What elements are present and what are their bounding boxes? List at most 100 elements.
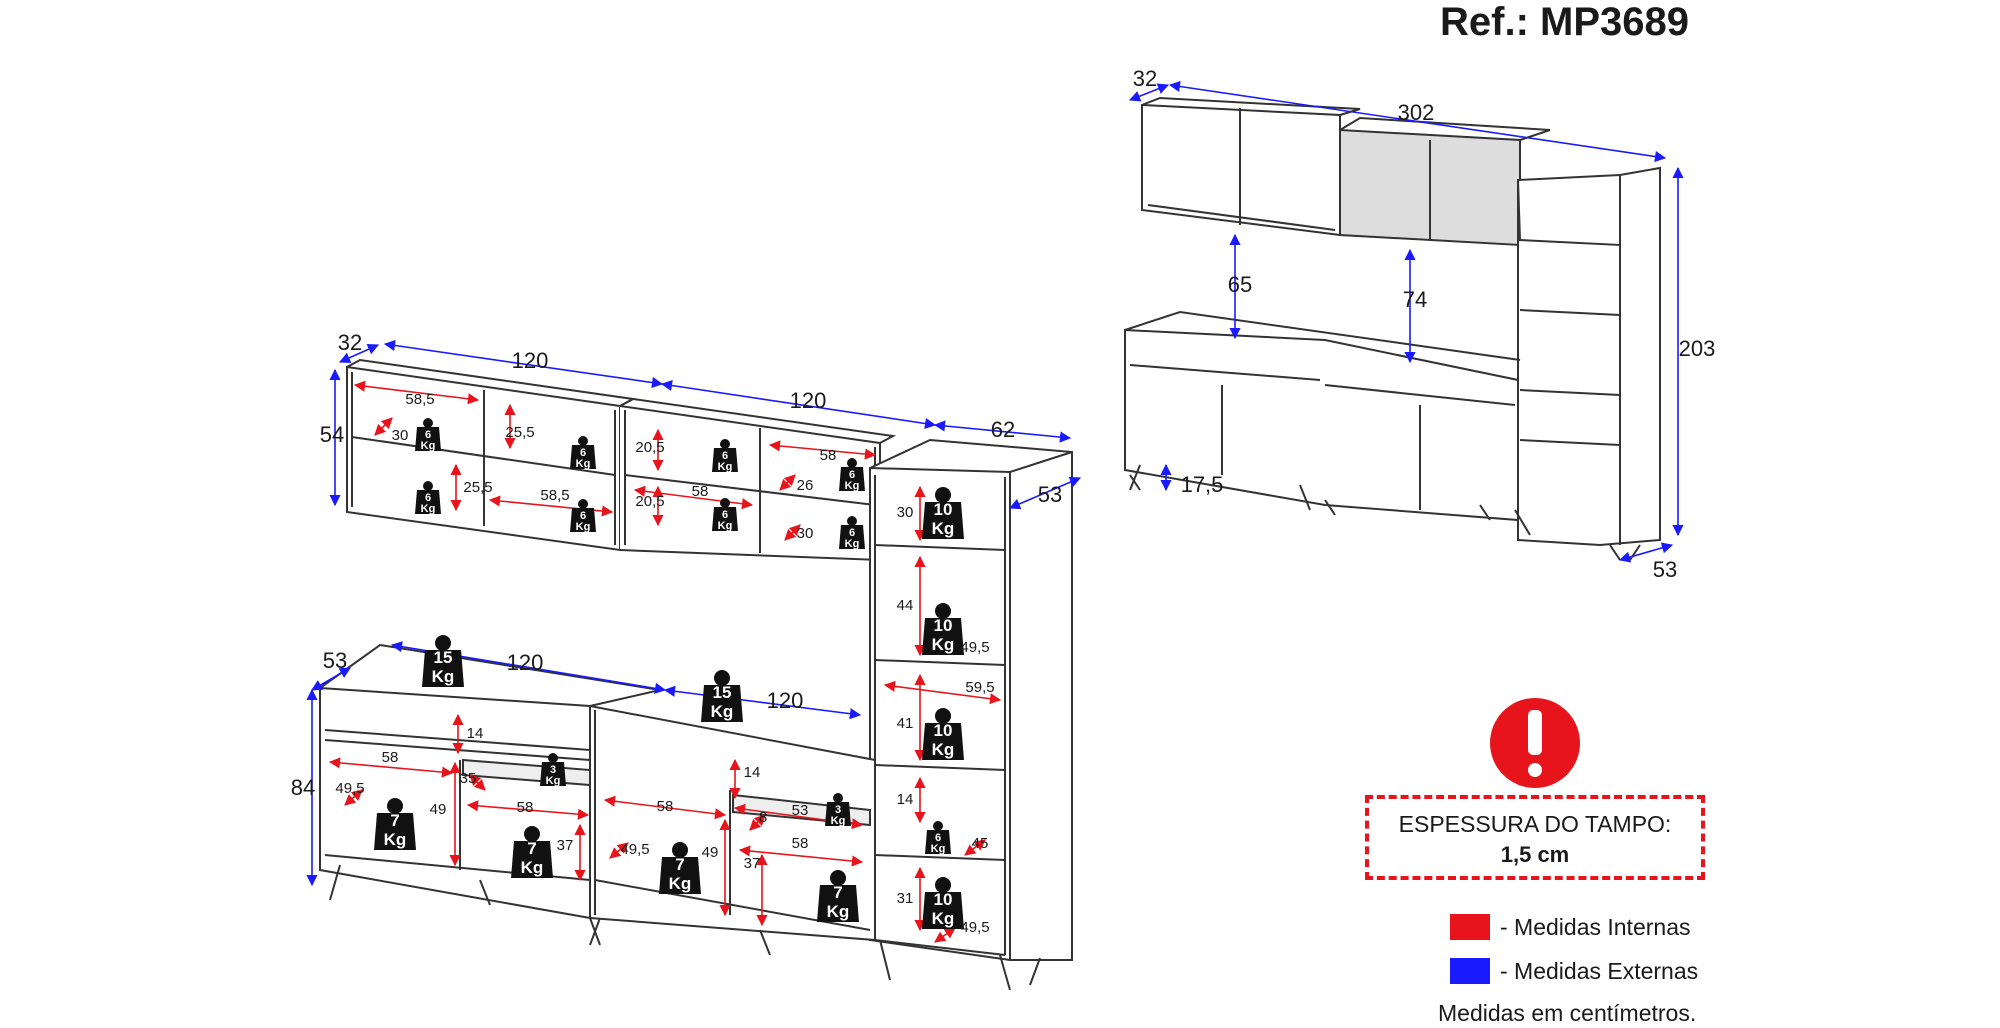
weight-unit: Kg xyxy=(718,520,733,532)
weight-value: 7 xyxy=(527,839,536,858)
dim-label: 58 xyxy=(517,799,534,816)
dim-label: 30 xyxy=(797,525,814,542)
legend-internal: - Medidas Internas xyxy=(1450,912,1690,942)
dim-label: 302 xyxy=(1398,100,1435,125)
dim-label: 74 xyxy=(1403,287,1427,312)
weight-value: 6 xyxy=(849,527,855,539)
dim-label: 62 xyxy=(991,417,1015,442)
dim-label: 53 xyxy=(1038,482,1062,507)
reference-title: Ref.: MP3689 xyxy=(1440,0,1689,44)
weight-value: 7 xyxy=(390,811,399,830)
weight-unit: Kg xyxy=(384,830,407,849)
dim-label: 120 xyxy=(767,688,804,713)
dim-label: 58,5 xyxy=(405,391,434,408)
dim-label: 17,5 xyxy=(1181,472,1224,497)
weight-value: 6 xyxy=(722,450,728,462)
dim-label: 65 xyxy=(1228,272,1252,297)
legend-external: - Medidas Externas xyxy=(1450,956,1698,986)
dim-label: 120 xyxy=(507,650,544,675)
weight-value: 3 xyxy=(835,804,841,816)
dim-label: 49,5 xyxy=(335,780,364,797)
weight-value: 7 xyxy=(833,883,842,902)
dim-label: 203 xyxy=(1679,336,1716,361)
dim-label: 25,5 xyxy=(463,479,492,496)
weight-value: 6 xyxy=(425,429,431,441)
legend-swatch xyxy=(1450,958,1490,984)
external-labels: 32 120 120 62 54 53 53 120 120 84 32 302… xyxy=(291,66,1716,800)
dim-label: 84 xyxy=(291,775,315,800)
overview-drawing xyxy=(1124,96,1661,561)
dim-label: 58 xyxy=(692,483,709,500)
dim-label: 49 xyxy=(430,801,447,818)
weight-value: 6 xyxy=(425,492,431,504)
weight-unit: Kg xyxy=(932,740,955,759)
dim-label: 30 xyxy=(392,427,409,444)
dim-label: 44 xyxy=(897,597,914,614)
dim-label: 58 xyxy=(657,798,674,815)
dim-label: 14 xyxy=(744,764,761,781)
legend-label: - Medidas Internas xyxy=(1500,913,1691,940)
weight-unit: Kg xyxy=(669,874,692,893)
dim-label: 49,5 xyxy=(960,639,989,656)
weight-value: 6 xyxy=(935,832,941,844)
weight-unit: Kg xyxy=(432,667,455,686)
dim-label: 120 xyxy=(790,388,827,413)
weight-unit: Kg xyxy=(932,909,955,928)
dim-label: 49,5 xyxy=(620,841,649,858)
dim-label: 32 xyxy=(338,330,362,355)
legend-swatch xyxy=(1450,914,1490,940)
weight-unit: Kg xyxy=(932,519,955,538)
dim-label: 53 xyxy=(1653,557,1677,582)
weight-value: 7 xyxy=(675,855,684,874)
weight-unit: Kg xyxy=(421,503,436,515)
weight-unit: Kg xyxy=(718,461,733,473)
weight-value: 15 xyxy=(434,648,453,667)
warning-icon xyxy=(1490,698,1580,788)
dim-label: 58,5 xyxy=(540,487,569,504)
dim-label: 14 xyxy=(897,791,914,808)
weight-value: 6 xyxy=(580,447,586,459)
weight-unit: Kg xyxy=(831,815,846,827)
dim-label: 14 xyxy=(467,725,484,742)
dim-label: 49 xyxy=(702,844,719,861)
weight-value: 15 xyxy=(713,683,732,702)
dim-label: 54 xyxy=(320,422,344,447)
weight-unit: Kg xyxy=(521,858,544,877)
dim-label: 37 xyxy=(744,855,761,872)
warning-line1: ESPESSURA DO TAMPO: xyxy=(1398,811,1672,837)
weight-unit: Kg xyxy=(711,702,734,721)
dim-label: 49,5 xyxy=(960,919,989,936)
countertop-thickness-box: ESPESSURA DO TAMPO: 1,5 cm xyxy=(1365,795,1705,880)
weight-unit: Kg xyxy=(576,521,591,533)
dim-label: 59,5 xyxy=(965,679,994,696)
weight-value: 10 xyxy=(934,500,953,519)
weight-unit: Kg xyxy=(827,902,850,921)
dim-label: 30 xyxy=(897,504,914,521)
weight-value: 10 xyxy=(934,721,953,740)
dim-label: 32 xyxy=(1133,66,1157,91)
dim-label: 25,5 xyxy=(505,424,534,441)
dim-label: 37 xyxy=(557,837,574,854)
weight-unit: Kg xyxy=(576,458,591,470)
weight-value: 3 xyxy=(550,764,556,776)
weight-value: 6 xyxy=(849,469,855,481)
dim-label: 45 xyxy=(972,835,989,852)
dim-label: 53 xyxy=(792,802,809,819)
weight-value: 6 xyxy=(722,509,728,521)
weight-unit: Kg xyxy=(845,480,860,492)
weight-unit: Kg xyxy=(845,538,860,550)
internal-labels: 58,5 30 25,5 25,5 58,5 20,5 20,5 58 58 2… xyxy=(335,391,994,936)
weight-unit: Kg xyxy=(421,440,436,452)
weight-labels: 6Kg 6Kg 6Kg 6Kg 6Kg 6Kg 6Kg 6Kg 6Kg 3Kg … xyxy=(421,429,946,855)
dim-label: 31 xyxy=(897,890,914,907)
weight-value: 10 xyxy=(934,616,953,635)
internal-dimension-lines xyxy=(328,380,1002,943)
legend-label: - Medidas Externas xyxy=(1500,957,1699,984)
weight-unit: Kg xyxy=(546,775,561,787)
external-dimension-lines xyxy=(306,80,1684,887)
dim-label: 20,5 xyxy=(635,439,664,456)
dim-label: 53 xyxy=(323,648,347,673)
dim-label: 58 xyxy=(382,749,399,766)
